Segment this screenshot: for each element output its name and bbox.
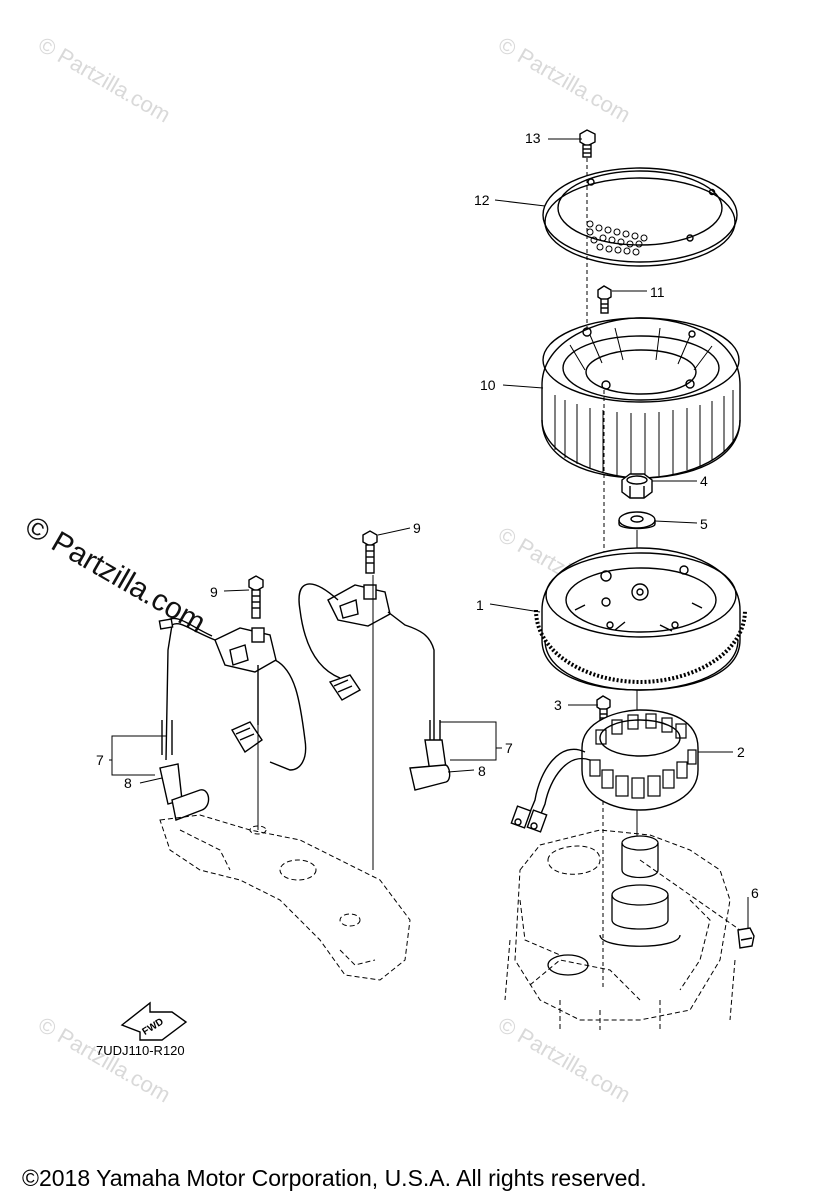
fwd-arrow-icon	[120, 1001, 188, 1041]
diagram-code: 7UDJ110-R120	[96, 1043, 185, 1058]
callout-8-right: 8	[478, 763, 486, 779]
rotor-ring-gear-1	[534, 547, 747, 691]
copyright-notice: ©2018 Yamaha Motor Corporation, U.S.A. A…	[22, 1165, 647, 1191]
callout-11: 11	[650, 284, 665, 300]
callout-6: 6	[751, 885, 759, 901]
nut-4	[621, 473, 653, 499]
flywheel-fan-10	[541, 317, 741, 479]
callout-9-left: 9	[210, 584, 218, 600]
callout-13: 13	[525, 130, 541, 146]
callout-1: 1	[476, 597, 484, 613]
bracket-assembly	[159, 814, 411, 981]
bolt-13	[579, 129, 596, 158]
ignition-coil-left	[158, 575, 307, 821]
callout-4: 4	[700, 473, 708, 489]
engine-block	[504, 829, 736, 1030]
bolt-11	[597, 285, 612, 314]
callout-7-right: 7	[505, 740, 513, 756]
flywheel-cover-12	[542, 167, 738, 267]
crankshaft	[547, 835, 681, 976]
callout-3: 3	[554, 697, 562, 713]
callout-7-left: 7	[96, 752, 104, 768]
callout-8-left: 8	[124, 775, 132, 791]
callout-5: 5	[700, 516, 708, 532]
callout-12: 12	[474, 192, 490, 208]
callout-2: 2	[737, 744, 745, 760]
ignition-coil-right	[298, 530, 451, 870]
bolt-3	[596, 695, 611, 724]
stator-2	[510, 709, 699, 833]
washer-5	[618, 511, 656, 530]
callout-10: 10	[480, 377, 496, 393]
key-6	[737, 927, 755, 949]
callout-9-right: 9	[413, 520, 421, 536]
leader-lines	[109, 138, 749, 928]
